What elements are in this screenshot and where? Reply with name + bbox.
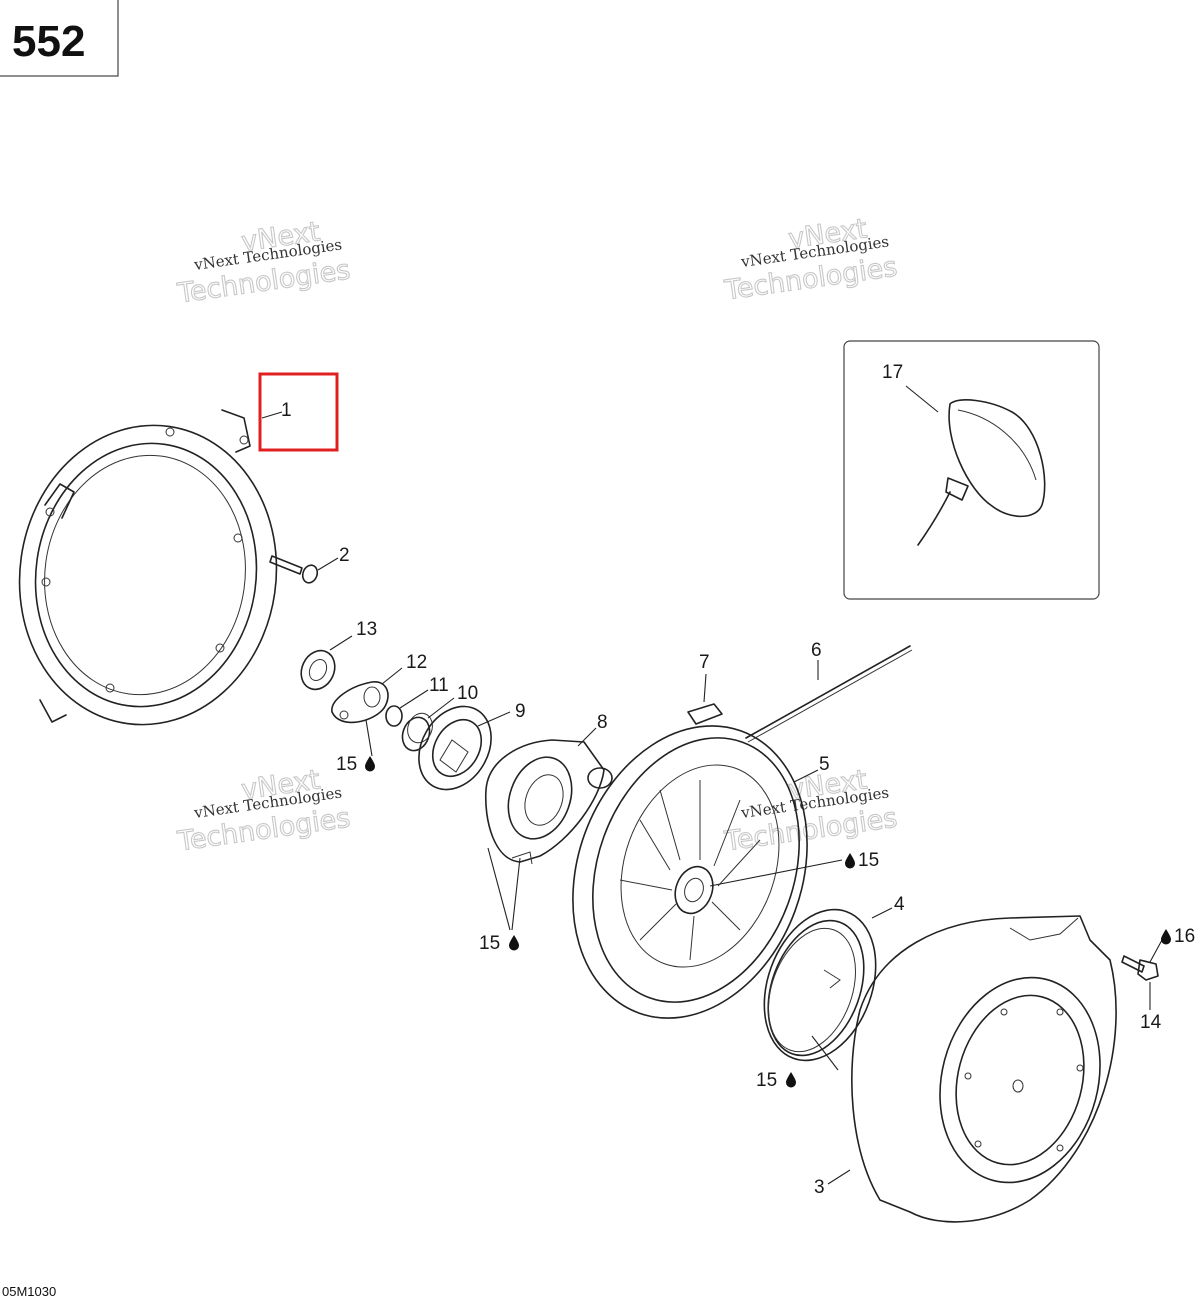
watermark-3: vNext vNext Technologies Technologies (174, 764, 352, 858)
callout-15-c: 15 (845, 850, 879, 871)
callout-1: 1 (281, 400, 292, 421)
watermark-1: vNext vNext Technologies Technologies (174, 216, 352, 310)
callout-8: 8 (597, 712, 608, 733)
part-11-ring (385, 689, 429, 727)
callout-15: 15 (858, 850, 879, 871)
callout-12: 12 (406, 652, 427, 673)
callout-15: 15 (479, 933, 500, 954)
callout-10: 10 (457, 683, 478, 704)
callout-11: 11 (429, 675, 449, 696)
part-6-rope (745, 645, 913, 743)
callout-13: 13 (356, 619, 377, 640)
callout-15-b: 15 (479, 933, 519, 954)
part-2-bolt (269, 555, 339, 584)
lubricant-drop-icon (845, 853, 855, 869)
part-8-housing (484, 727, 613, 931)
lubricant-drop-icon (786, 1072, 796, 1088)
callout-5: 5 (819, 754, 830, 775)
lubricant-drop-icon (365, 756, 375, 772)
callout-2: 2 (339, 545, 350, 566)
lubricant-drop-icon (509, 935, 519, 951)
callout-14: 14 (1140, 1012, 1162, 1033)
part-12-plate (331, 667, 403, 757)
figure-code: 05M1030 (2, 1284, 56, 1299)
callout-15-d: 15 (756, 1070, 796, 1091)
page-number: 552 (12, 17, 85, 66)
callout-6: 6 (811, 640, 822, 661)
part-1-ring (18, 409, 278, 726)
part-9-spring (418, 705, 511, 791)
callout-15-a: 15 (336, 754, 375, 775)
part-14-bolt (1121, 939, 1163, 1010)
part-13-washer (300, 635, 353, 691)
part-5-pulley (572, 725, 843, 1019)
callout-17: 17 (882, 362, 903, 383)
lubricant-drop-icon (1161, 929, 1171, 945)
part-7-pawl (687, 673, 723, 725)
callout-7: 7 (699, 652, 710, 673)
callout-9: 9 (515, 701, 526, 722)
callout-3: 3 (814, 1177, 825, 1198)
callout-16: 16 (1174, 926, 1195, 947)
part-3-housing (827, 915, 1117, 1223)
part-10-bushing (401, 697, 455, 752)
callout-15: 15 (336, 754, 357, 775)
watermark-2: vNext vNext Technologies Technologies (721, 213, 899, 307)
detail-inset (843, 340, 1100, 600)
part-4-spring (763, 907, 893, 1071)
callout-16-group: 16 (1161, 926, 1195, 947)
callout-4: 4 (894, 894, 905, 915)
callout-15: 15 (756, 1070, 777, 1091)
highlight-box (258, 372, 339, 452)
page-number-box: 552 (0, 0, 119, 77)
